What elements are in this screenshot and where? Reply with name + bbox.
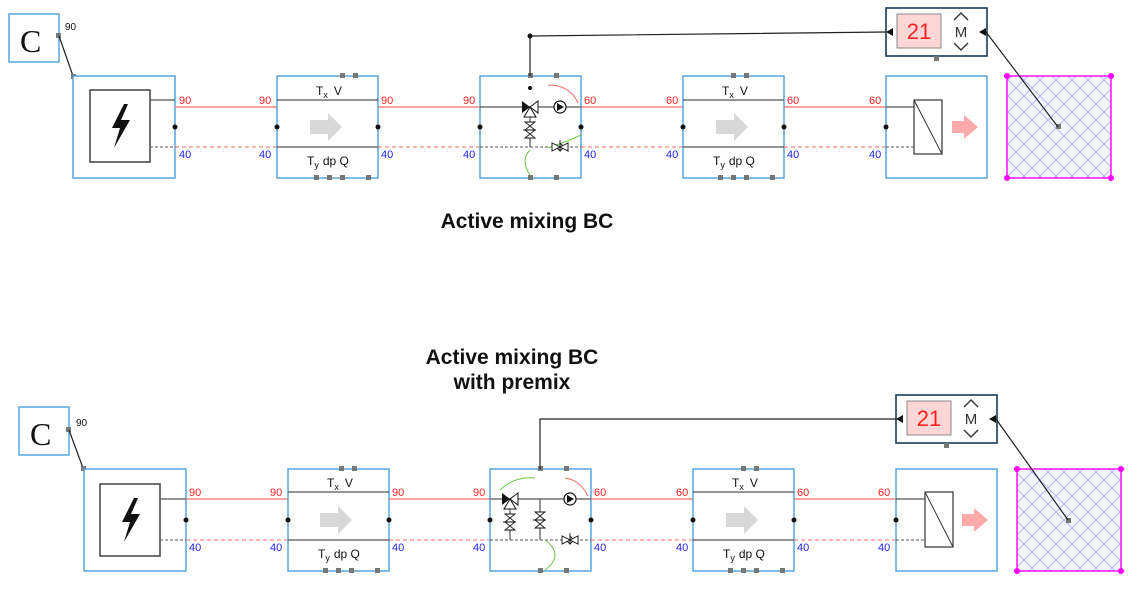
- mode-indicator: M: [965, 411, 978, 428]
- room-temp-display: 21: [907, 19, 931, 44]
- room-temp-display: 21: [917, 406, 941, 431]
- up-down-chevron-icon[interactable]: [963, 399, 979, 438]
- temp-label: 90: [259, 95, 271, 107]
- temp-label: 60: [878, 487, 890, 499]
- temp-label: 60: [787, 95, 799, 107]
- temp-label: 90: [473, 487, 485, 499]
- temp-label: 60: [666, 95, 678, 107]
- up-down-chevron-icon[interactable]: [953, 12, 969, 51]
- temp-label: 40: [270, 542, 282, 554]
- diagram-title: Active mixing BC: [441, 210, 614, 233]
- temp-label: 90: [189, 487, 201, 499]
- temp-label: 40: [179, 149, 191, 161]
- temp-label: 40: [787, 149, 799, 161]
- lightning-icon: [89, 89, 151, 163]
- temp-label: 90: [179, 95, 191, 107]
- pump-icon: [563, 492, 577, 506]
- temp-label: 40: [676, 542, 688, 554]
- controller-box[interactable]: [8, 13, 60, 63]
- temp-label: 40: [869, 149, 881, 161]
- controller-setpoint: 90: [76, 418, 88, 429]
- controller-box[interactable]: [18, 406, 70, 456]
- lightning-icon: [99, 483, 161, 557]
- diagram-bottom: Active mixing BC with premix C 90 90 40 …: [18, 346, 1124, 574]
- temp-label: 40: [189, 542, 201, 554]
- temp-label: 60: [869, 95, 881, 107]
- temp-label: 60: [594, 487, 606, 499]
- temp-label: 40: [594, 542, 606, 554]
- controller-setpoint: 90: [65, 22, 77, 33]
- temp-label: 40: [797, 542, 809, 554]
- mode-indicator: M: [955, 24, 968, 41]
- controller-symbol: C: [30, 416, 51, 452]
- temp-label: 90: [463, 95, 475, 107]
- radiator-icon: [913, 99, 943, 155]
- temp-label: 40: [392, 542, 404, 554]
- temp-label: 40: [584, 149, 596, 161]
- controller-symbol: C: [20, 23, 41, 59]
- temp-label: 40: [381, 149, 393, 161]
- diagram-subtitle: with premix: [453, 371, 571, 394]
- pump-icon: [553, 100, 567, 114]
- radiator-icon: [924, 491, 954, 548]
- temp-label: 90: [270, 487, 282, 499]
- temp-label: 40: [473, 542, 485, 554]
- temp-label: 60: [797, 487, 809, 499]
- temp-label: 40: [463, 149, 475, 161]
- temp-label: 40: [878, 542, 890, 554]
- diagram-title: Active mixing BC: [426, 346, 599, 369]
- temp-label: 40: [666, 149, 678, 161]
- temp-label: 40: [259, 149, 271, 161]
- temp-label: 90: [381, 95, 393, 107]
- temp-label: 60: [676, 487, 688, 499]
- temp-label: 90: [392, 487, 404, 499]
- temp-label: 60: [584, 95, 596, 107]
